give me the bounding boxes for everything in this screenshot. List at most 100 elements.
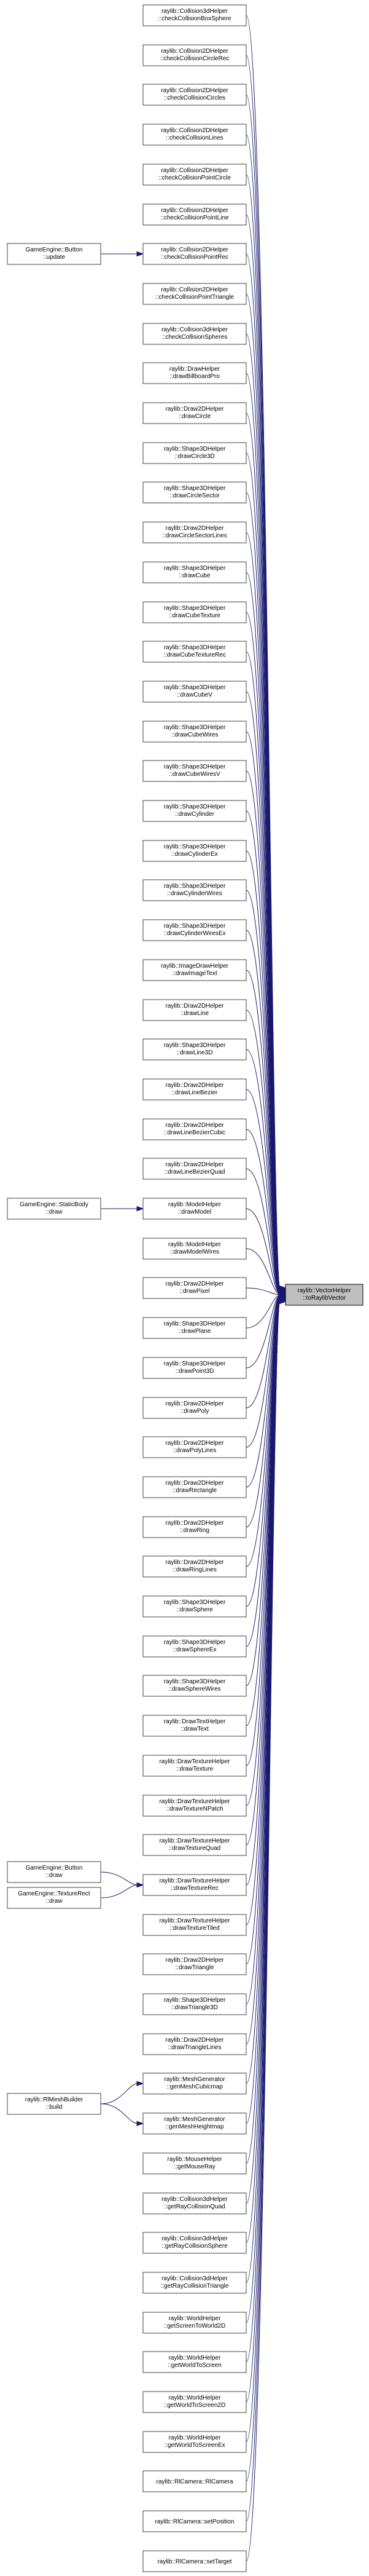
edge-caller-64-to-target <box>246 1301 281 2562</box>
node-worldhelper-getscreentoworld2d[interactable]: raylib::WorldHelper::getScreenToWorld2D <box>142 2312 247 2334</box>
node-draw2dhelper-drawring[interactable]: raylib::Draw2DHelper::drawRing <box>142 1516 247 1538</box>
node-rlcamera-rlcamera[interactable]: raylib::RlCamera::RlCamera <box>142 2470 247 2492</box>
node-outer-staticbody-draw[interactable]: GameEngine::StaticBody::draw <box>7 1198 101 1220</box>
node-shape3dhelper-drawpoint3d-box <box>142 1357 247 1379</box>
node-draw2dhelper-drawtriangle-label-line1: raylib::Draw2DHelper <box>165 1957 224 1964</box>
node-outer-texturerect-draw[interactable]: GameEngine::TextureRect::draw <box>7 1887 101 1909</box>
node-meshgenerator-genmeshcubicmap-box <box>142 2072 247 2095</box>
target-node-label-line2: ::toRaylibVector <box>303 1295 346 1302</box>
node-collision2dhelper-checkcollisionlines[interactable]: raylib::Collision2DHelper::checkCollisio… <box>142 124 247 146</box>
node-drawtexthelper-drawtext[interactable]: raylib::DrawTextHelper::drawText <box>142 1715 247 1737</box>
node-shape3dhelper-drawspherewires-label-line2: ::drawSphereWires <box>168 1686 220 1693</box>
node-outer-button-draw[interactable]: GameEngine::Button::draw <box>7 1861 101 1883</box>
node-worldhelper-getworldtoscreen[interactable]: raylib::WorldHelper::getWorldToScreen <box>142 2351 247 2373</box>
node-shape3dhelper-drawcubewires[interactable]: raylib::Shape3DHelper::drawCubeWires <box>142 721 247 743</box>
node-shape3dhelper-drawcubetexturerec[interactable]: raylib::Shape3DHelper::drawCubeTextureRe… <box>142 641 247 663</box>
node-rlcamera-settarget[interactable]: raylib::RlCamera::setTarget <box>142 2550 247 2572</box>
node-modelhelper-drawmodel[interactable]: raylib::ModelHelper::drawModel <box>142 1198 247 1220</box>
node-shape3dhelper-drawcube[interactable]: raylib::Shape3DHelper::drawCube <box>142 561 247 583</box>
node-outer-texturerect-draw-label-line1: GameEngine::TextureRect <box>18 1891 90 1897</box>
node-collision3dhelper-getraycollisiontriangle-label-line2: ::getRayCollisionTriangle <box>161 2283 229 2290</box>
node-collision3dhelper-getraycollisionsphere-label-line2: ::getRayCollisionSphere <box>161 2243 228 2250</box>
node-shape3dhelper-drawcylinder-box <box>142 800 247 822</box>
node-imagedrawhelper-drawimagetext[interactable]: raylib::ImageDrawHelper::drawImageText <box>142 959 247 981</box>
node-worldhelper-getworldtoscreenex[interactable]: raylib::WorldHelper::getWorldToScreenEx <box>142 2431 247 2453</box>
node-draw2dhelper-drawlinebeziercubic[interactable]: raylib::Draw2DHelper::drawLineBezierCubi… <box>142 1118 247 1140</box>
node-collision2dhelper-checkcollisionpointline[interactable]: raylib::Collision2DHelper::checkCollisio… <box>142 203 247 226</box>
node-worldhelper-getworldtoscreen2d-label-line2: ::getWorldToScreen2D <box>164 2402 225 2409</box>
node-drawtexturehelper-drawtexturetiled[interactable]: raylib::DrawTextureHelper::drawTextureTi… <box>142 1914 247 1936</box>
node-draw2dhelper-drawpixel[interactable]: raylib::Draw2DHelper::drawPixel <box>142 1277 247 1299</box>
node-drawtexturehelper-drawtexturequad[interactable]: raylib::DrawTextureHelper::drawTextureQu… <box>142 1834 247 1856</box>
node-drawtexturehelper-drawtexture-label-line2: ::drawTexture <box>176 1766 213 1772</box>
node-shape3dhelper-drawspherewires[interactable]: raylib::Shape3DHelper::drawSphereWires <box>142 1675 247 1697</box>
node-draw2dhelper-drawpolylines[interactable]: raylib::Draw2DHelper::drawPolyLines <box>142 1436 247 1458</box>
node-draw2dhelper-drawline[interactable]: raylib::Draw2DHelper::drawLine <box>142 999 247 1021</box>
node-outer-button-update[interactable]: GameEngine::Button::update <box>7 243 101 265</box>
edges <box>100 15 287 2562</box>
node-collision3dhelper-checkcollisionboxsphere[interactable]: raylib::Collision3dHelper::checkCollisio… <box>142 4 247 26</box>
node-worldhelper-getworldtoscreen2d[interactable]: raylib::WorldHelper::getWorldToScreen2D <box>142 2391 247 2413</box>
node-shape3dhelper-drawcylinder[interactable]: raylib::Shape3DHelper::drawCylinder <box>142 800 247 822</box>
node-shape3dhelper-drawcirclesector[interactable]: raylib::Shape3DHelper::drawCircleSector <box>142 481 247 504</box>
node-shape3dhelper-drawcylinderex[interactable]: raylib::Shape3DHelper::drawCylinderEx <box>142 840 247 862</box>
node-draw2dhelper-drawring-label-line2: ::drawRing <box>180 1527 209 1534</box>
node-shape3dhelper-drawpoint3d-label-line2: ::drawPoint3D <box>176 1368 214 1375</box>
node-drawtexturehelper-drawtexturerec[interactable]: raylib::DrawTextureHelper::drawTextureRe… <box>142 1874 247 1896</box>
node-shape3dhelper-drawcylinderwires-label-line2: ::drawCylinderWires <box>167 890 222 897</box>
node-draw2dhelper-drawringlines[interactable]: raylib::Draw2DHelper::drawRingLines <box>142 1555 247 1578</box>
node-shape3dhelper-drawcylinderwiresex[interactable]: raylib::Shape3DHelper::drawCylinderWires… <box>142 919 247 941</box>
node-collision2dhelper-checkcollisionpointcircle[interactable]: raylib::Collision2DHelper::checkCollisio… <box>142 164 247 186</box>
node-shape3dhelper-drawcylinderwires[interactable]: raylib::Shape3DHelper::drawCylinderWires <box>142 879 247 901</box>
node-draw2dhelper-drawcircle[interactable]: raylib::Draw2DHelper::drawCircle <box>142 402 247 424</box>
node-draw2dhelper-drawpoly[interactable]: raylib::Draw2DHelper::drawPoly <box>142 1397 247 1419</box>
node-rlcamera-setposition[interactable]: raylib::RlCamera::setPosition <box>142 2510 247 2532</box>
node-collision2dhelper-checkcollisionpointrec[interactable]: raylib::Collision2DHelper::checkCollisio… <box>142 243 247 265</box>
node-draw2dhelper-drawringlines-box <box>142 1555 247 1578</box>
node-shape3dhelper-drawplane[interactable]: raylib::Shape3DHelper::drawPlane <box>142 1317 247 1339</box>
node-collision2dhelper-checkcollisioncirclerec[interactable]: raylib::Collision2DHelper::checkCollisio… <box>142 44 247 66</box>
node-shape3dhelper-drawline3d-label-line1: raylib::Shape3DHelper <box>164 1042 226 1049</box>
node-shape3dhelper-drawcubetexture[interactable]: raylib::Shape3DHelper::drawCubeTexture <box>142 601 247 623</box>
node-draw2dhelper-drawcirclesectorlines[interactable]: raylib::Draw2DHelper::drawCircleSectorLi… <box>142 521 247 543</box>
node-shape3dhelper-drawsphere[interactable]: raylib::Shape3DHelper::drawSphere <box>142 1595 247 1618</box>
node-collision2dhelper-checkcollisionpointtriangle[interactable]: raylib::Collision2DHelper::checkCollisio… <box>142 283 247 305</box>
node-shape3dhelper-drawsphereex[interactable]: raylib::Shape3DHelper::drawSphereEx <box>142 1635 247 1657</box>
node-shape3dhelper-drawcylinderex-label-line1: raylib::Shape3DHelper <box>164 844 226 850</box>
node-shape3dhelper-drawline3d[interactable]: raylib::Shape3DHelper::drawLine3D <box>142 1038 247 1061</box>
node-mousehelper-getmouseray[interactable]: raylib::MouseHelper::getMouseRay <box>142 2152 247 2175</box>
node-shape3dhelper-drawcubetexturerec-label-line1: raylib::Shape3DHelper <box>164 644 226 651</box>
node-shape3dhelper-drawcircle3d[interactable]: raylib::Shape3DHelper::drawCircle3D <box>142 442 247 464</box>
node-collision2dhelper-checkcollisionpointline-box <box>142 203 247 226</box>
node-drawtexturehelper-drawtexturenpatch[interactable]: raylib::DrawTextureHelper::drawTextureNP… <box>142 1795 247 1817</box>
node-draw2dhelper-drawlinebezierquad[interactable]: raylib::Draw2DHelper::drawLineBezierQuad <box>142 1158 247 1180</box>
node-outer-rlmeshbuilder-build[interactable]: raylib::RlMeshBuilder::build <box>7 2093 101 2115</box>
node-draw2dhelper-drawlinebezier[interactable]: raylib::Draw2DHelper::drawLineBezier <box>142 1078 247 1100</box>
node-collision3dhelper-getraycollisionquad[interactable]: raylib::Collision3dHelper::getRayCollisi… <box>142 2192 247 2214</box>
node-meshgenerator-genmeshcubicmap[interactable]: raylib::MeshGenerator::genMeshCubicmap <box>142 2072 247 2095</box>
node-drawhelper-drawbillboardpro[interactable]: raylib::DrawHelper::drawBillboardPro <box>142 362 247 384</box>
node-collision3dhelper-checkcollisionspheres[interactable]: raylib::Collision3dHelper::checkCollisio… <box>142 323 247 345</box>
node-collision3dhelper-getraycollisiontriangle[interactable]: raylib::Collision3dHelper::getRayCollisi… <box>142 2272 247 2294</box>
node-modelhelper-drawmodelwires[interactable]: raylib::ModelHelper::drawModelWires <box>142 1238 247 1260</box>
node-collision3dhelper-getraycollisionsphere[interactable]: raylib::Collision3dHelper::getRayCollisi… <box>142 2232 247 2254</box>
node-shape3dhelper-drawcubewiresv-label-line2: ::drawCubeWiresV <box>169 771 220 778</box>
node-shape3dhelper-drawpoint3d[interactable]: raylib::Shape3DHelper::drawPoint3D <box>142 1357 247 1379</box>
node-mousehelper-getmouseray-label-line2: ::getMouseRay <box>174 2163 215 2170</box>
node-shape3dhelper-drawcubev[interactable]: raylib::Shape3DHelper::drawCubeV <box>142 681 247 703</box>
node-drawtexturehelper-drawtexture[interactable]: raylib::DrawTextureHelper::drawTexture <box>142 1755 247 1777</box>
node-shape3dhelper-drawline3d-label-line2: ::drawLine3D <box>177 1049 213 1056</box>
node-outer-texturerect-draw-box <box>7 1887 101 1909</box>
node-collision2dhelper-checkcollisioncircles[interactable]: raylib::Collision2DHelper::checkCollisio… <box>142 84 247 106</box>
node-draw2dhelper-drawrectangle-box <box>142 1476 247 1498</box>
target-node[interactable]: raylib::VectorHelper::toRaylibVector <box>285 1284 363 1306</box>
node-draw2dhelper-drawpolylines-box <box>142 1436 247 1458</box>
node-shape3dhelper-drawtriangle3d[interactable]: raylib::Shape3DHelper::drawTriangle3D <box>142 1993 247 2015</box>
node-draw2dhelper-drawtrianglelines[interactable]: raylib::Draw2DHelper::drawTriangleLines <box>142 2033 247 2055</box>
node-meshgenerator-genmeshheightmap[interactable]: raylib::MeshGenerator::genMeshHeightmap <box>142 2112 247 2135</box>
node-shape3dhelper-drawcubewiresv[interactable]: raylib::Shape3DHelper::drawCubeWiresV <box>142 760 247 782</box>
node-draw2dhelper-drawtriangle[interactable]: raylib::Draw2DHelper::drawTriangle <box>142 1953 247 1975</box>
node-draw2dhelper-drawrectangle[interactable]: raylib::Draw2DHelper::drawRectangle <box>142 1476 247 1498</box>
node-shape3dhelper-drawcylinderex-label-line2: ::drawCylinderEx <box>171 851 218 858</box>
